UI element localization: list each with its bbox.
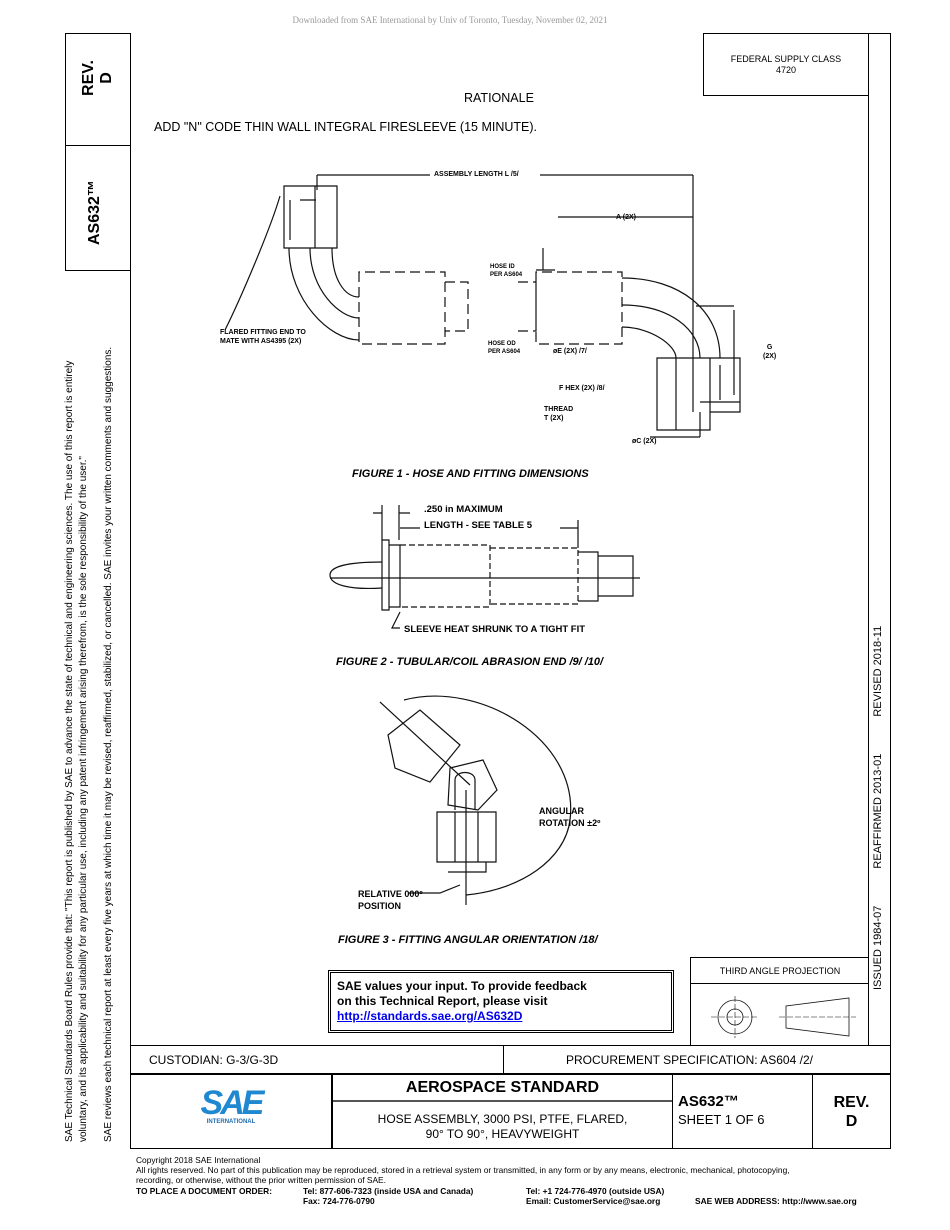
frame-main-left	[130, 33, 131, 1149]
fig2-max: .250 in MAXIMUM	[424, 504, 503, 515]
projection-label: THIRD ANGLE PROJECTION	[691, 958, 869, 984]
figure1-caption: FIGURE 1 - HOSE AND FITTING DIMENSIONS	[352, 468, 589, 480]
standard-heading: AEROSPACE STANDARD	[333, 1075, 672, 1102]
footer-fax: Fax: 724-776-0790	[303, 1196, 375, 1206]
procurement-spec: PROCUREMENT SPECIFICATION: AS604 /2/	[566, 1053, 813, 1067]
frame-top	[65, 33, 131, 34]
footer-rights-1: All rights reserved. No part of this pub…	[136, 1165, 790, 1175]
fig1-a: A (2X)	[616, 214, 636, 221]
strip-divider-2	[65, 270, 131, 271]
frame-top-right	[703, 33, 891, 34]
rev-label: REV.	[833, 1094, 870, 1111]
rationale-heading: RATIONALE	[464, 91, 534, 105]
footer-email: Email: CustomerService@sae.org	[526, 1196, 661, 1206]
footer-order-label: TO PLACE A DOCUMENT ORDER:	[136, 1186, 273, 1196]
footer-tel-us: Tel: 877-606-7323 (inside USA and Canada…	[303, 1186, 474, 1196]
doc-number: AS632™	[678, 1093, 739, 1110]
custodian: CUSTODIAN: G-3/G-3D	[131, 1046, 504, 1073]
projection-symbol-icon	[711, 996, 856, 1038]
fig1-e: øE (2X) /7/	[553, 348, 587, 355]
fig1-g: G(2X)	[763, 344, 777, 360]
rev-value: D	[845, 1113, 858, 1130]
feedback-line2: on this Technical Report, please visit	[337, 994, 548, 1008]
supply-class-box: FEDERAL SUPPLY CLASS 4720	[703, 33, 869, 96]
supply-class-value: 4720	[775, 65, 797, 75]
fig1-f-hex: F HEX (2X) /8/	[559, 385, 605, 392]
fig2-length: LENGTH - SEE TABLE 5	[424, 520, 533, 531]
sae-logo-mark: SAE	[200, 1084, 265, 1122]
rationale-text: ADD "N" CODE THIN WALL INTEGRAL FIRESLEE…	[154, 120, 538, 134]
fig1-assembly-length: ASSEMBLY LENGTH L /5/	[434, 171, 519, 178]
frame-left	[65, 33, 66, 270]
document-title: HOSE ASSEMBLY, 3000 PSI, PTFE, FLARED,90…	[377, 1112, 628, 1141]
projection-box: THIRD ANGLE PROJECTION	[690, 957, 869, 1046]
fig1-c: øC (2X)	[632, 438, 657, 445]
title-cell: AEROSPACE STANDARD HOSE ASSEMBLY, 3000 P…	[333, 1075, 673, 1148]
fig2-sleeve: SLEEVE HEAT SHRUNK TO A TIGHT FIT	[404, 624, 586, 635]
strip-divider-1	[65, 145, 131, 146]
footer-rights-2: recording, or otherwise, without the pri…	[136, 1175, 386, 1185]
figure2-caption: FIGURE 2 - TUBULAR/COIL ABRASION END /9/…	[336, 656, 604, 668]
footer-web: SAE WEB ADDRESS: http://www.sae.org	[695, 1196, 857, 1206]
footer-copyright: Copyright 2018 SAE International	[136, 1155, 261, 1165]
rev-cell: REV. D	[813, 1075, 890, 1148]
frame-right-col	[868, 33, 869, 1045]
sae-logo: SAE INTERNATIONAL	[131, 1075, 333, 1148]
sheet-number: SHEET 1 OF 6	[678, 1112, 765, 1127]
frame-right	[890, 33, 891, 1149]
doc-number-cell: AS632™ SHEET 1 OF 6	[673, 1075, 813, 1148]
title-block: SAE INTERNATIONAL AEROSPACE STANDARD HOS…	[130, 1073, 891, 1149]
watermark: Downloaded from SAE International by Uni…	[292, 15, 608, 25]
feedback-line1: SAE values your input. To provide feedba…	[337, 979, 587, 993]
feedback-link[interactable]: http://standards.sae.org/AS632D	[337, 1009, 523, 1023]
custodian-row: CUSTODIAN: G-3/G-3D PROCUREMENT SPECIFIC…	[130, 1045, 891, 1074]
sae-logo-sub: INTERNATIONAL	[206, 1119, 256, 1125]
feedback-box: SAE values your input. To provide feedba…	[328, 970, 674, 1033]
figure3-caption: FIGURE 3 - FITTING ANGULAR ORIENTATION /…	[338, 934, 598, 946]
supply-class-label: FEDERAL SUPPLY CLASS	[730, 54, 842, 64]
footer-tel-intl: Tel: +1 724-776-4970 (outside USA)	[526, 1186, 665, 1196]
